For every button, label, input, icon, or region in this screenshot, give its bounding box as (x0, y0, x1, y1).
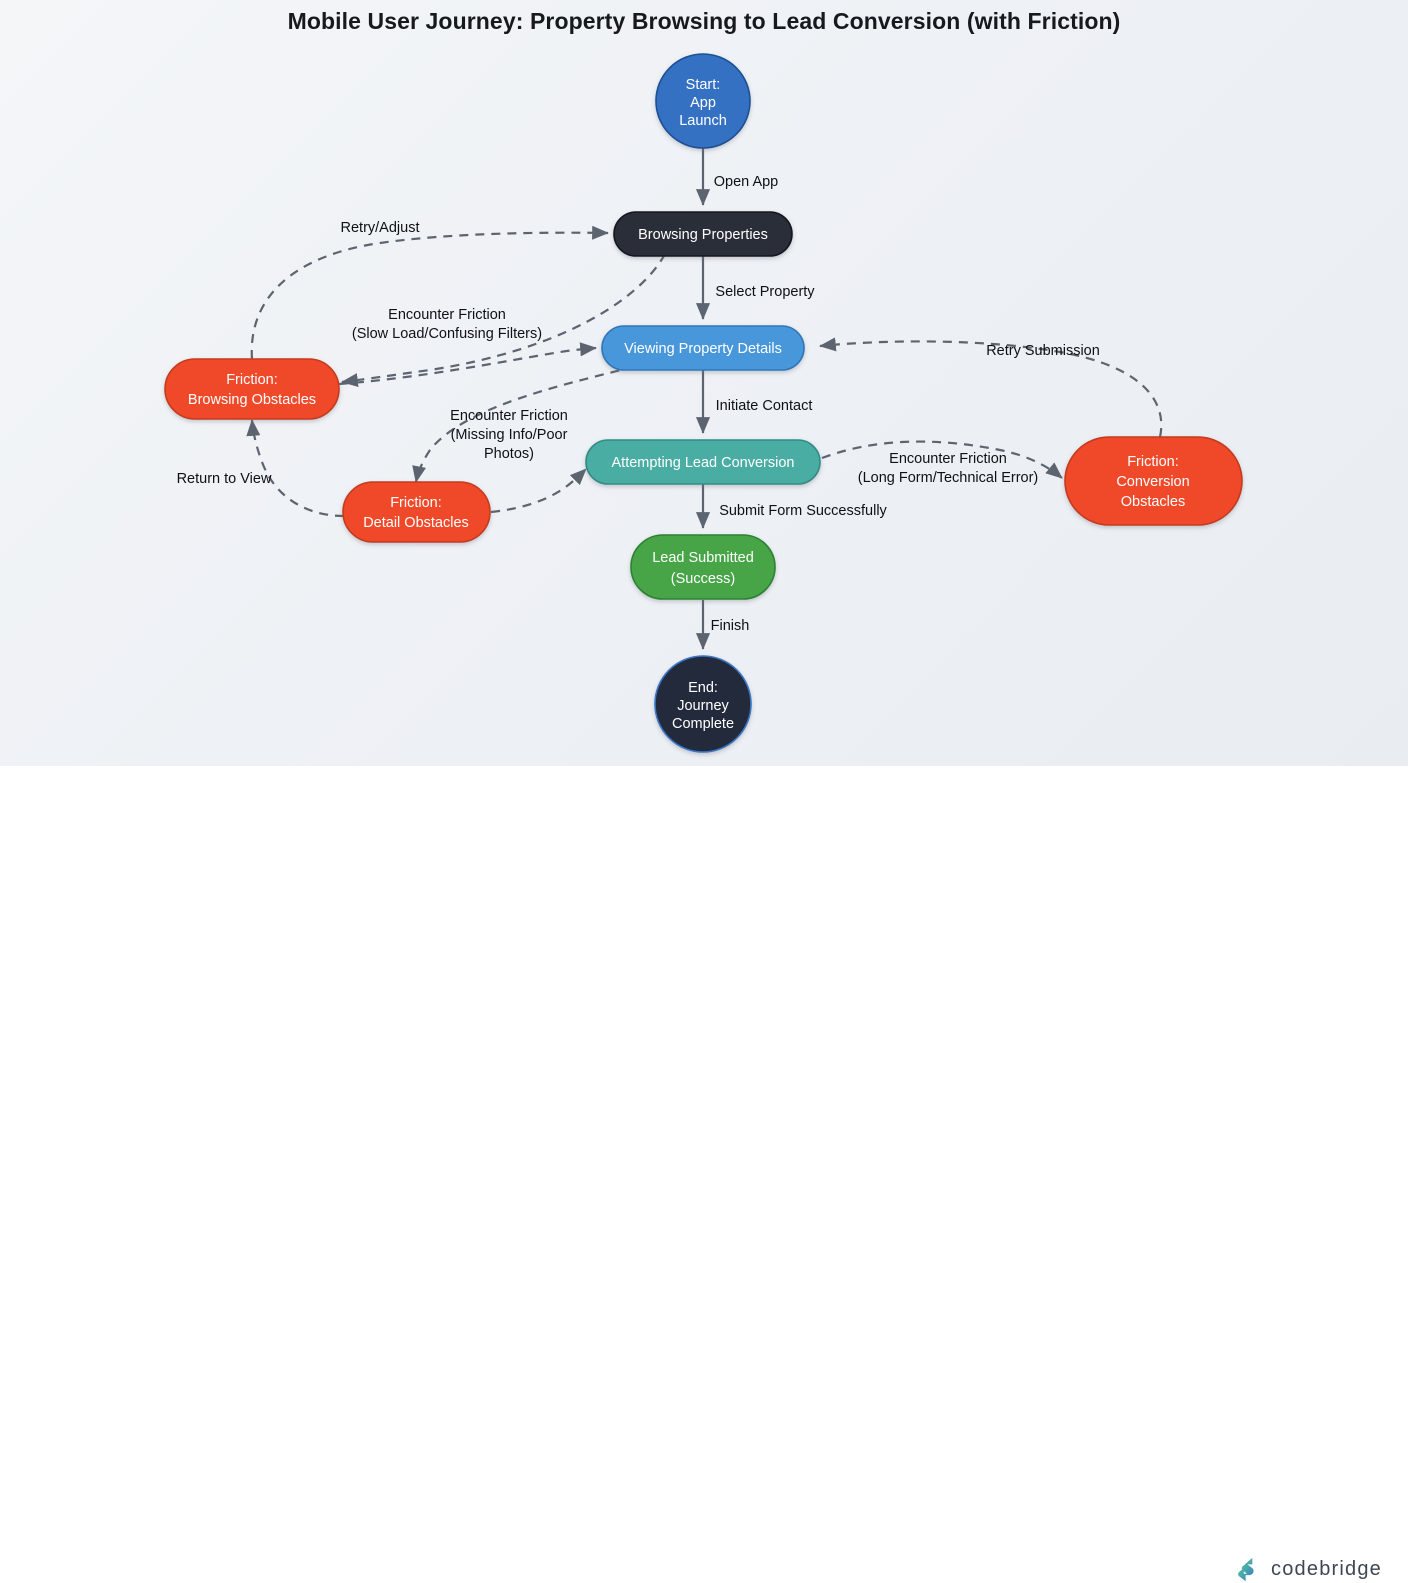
node-viewing-shape[interactable] (601, 325, 805, 371)
edge-label-retry-adjust: Retry/Adjust (341, 220, 420, 236)
node-end-line-2: Journey (677, 698, 729, 714)
diagram-canvas: Mobile User Journey: Property Browsing t… (0, 0, 1408, 766)
edge-labels-layer: Open App Select Property Initiate Contac… (177, 174, 1100, 634)
edge-label-select-property: Select Property (715, 284, 815, 300)
edge-label-encounter-friction-conversion-1: Encounter Friction (889, 451, 1007, 467)
edge-label-retry-submission: Retry Submission (986, 343, 1100, 359)
edges-layer (246, 148, 1163, 650)
edge-browsing-to-friction-browsing (341, 253, 666, 388)
node-end-journey-complete[interactable]: End: Journey Complete (654, 655, 752, 753)
edge-label-encounter-friction-conversion-2: (Long Form/Technical Error) (858, 470, 1039, 486)
edge-label-encounter-friction-browsing-2: (Slow Load/Confusing Filters) (352, 326, 542, 342)
edge-label-encounter-friction-detail-3: Photos) (484, 446, 534, 462)
flowchart-svg: Open App Select Property Initiate Contac… (164, 53, 1243, 753)
edge-label-encounter-friction-detail-2: (Missing Info/Poor (451, 427, 568, 443)
edge-viewing-to-friction-detail (412, 360, 651, 483)
edge-label-open-app: Open App (714, 174, 779, 190)
edge-label-encounter-friction-detail-1: Encounter Friction (450, 408, 568, 424)
node-start-line-2: App (690, 95, 716, 111)
node-attempting-shape[interactable] (585, 439, 821, 485)
node-submitted-line-1: Lead Submitted (652, 550, 754, 566)
node-friction-detail-shape[interactable] (342, 481, 491, 543)
edge-label-submit-form: Submit Form Successfully (719, 503, 887, 519)
node-friction-browsing-line-1: Friction: (226, 372, 278, 388)
edge-friction-detail-to-attempting (490, 468, 587, 514)
node-attempting-label: Attempting Lead Conversion (612, 455, 795, 471)
node-lead-submitted-success[interactable]: Lead Submitted (Success) (630, 534, 776, 600)
node-submitted-line-2: (Success) (671, 571, 735, 587)
nodes-layer: Start: App Launch Browsing Properties Vi… (164, 53, 1243, 753)
node-friction-browsing-line-2: Browsing Obstacles (188, 392, 316, 408)
node-friction-browsing-shape[interactable] (164, 358, 340, 420)
edge-attempting-to-friction-conversion (821, 440, 1063, 479)
node-friction-conversion-line-2: Conversion (1116, 474, 1189, 490)
node-friction-conversion-shape[interactable] (1064, 436, 1243, 526)
node-friction-detail-obstacles[interactable]: Friction: Detail Obstacles (342, 481, 491, 543)
node-end-line-3: Complete (672, 716, 734, 732)
node-browsing-properties[interactable]: Browsing Properties (613, 211, 793, 257)
node-friction-browsing-obstacles[interactable]: Friction: Browsing Obstacles (164, 358, 340, 420)
edge-friction-browsing-to-viewing (338, 342, 597, 386)
node-friction-conversion-line-1: Friction: (1127, 454, 1179, 470)
edge-friction-browsing-to-browsing (250, 225, 609, 360)
edge-label-initiate-contact: Initiate Contact (716, 398, 813, 414)
page-title: Mobile User Journey: Property Browsing t… (287, 8, 1121, 34)
node-submitted-shape[interactable] (630, 534, 776, 600)
node-start-line-1: Start: (686, 77, 721, 93)
brand-lockup: codebridge (1235, 1556, 1382, 1583)
node-browsing-label: Browsing Properties (638, 227, 768, 243)
codebridge-logo-icon (1238, 1557, 1254, 1582)
node-end-line-1: End: (688, 680, 718, 696)
node-viewing-label: Viewing Property Details (624, 341, 782, 357)
node-friction-conversion-obstacles[interactable]: Friction: Conversion Obstacles (1064, 436, 1243, 526)
node-friction-detail-line-2: Detail Obstacles (363, 515, 469, 531)
node-start-line-3: Launch (679, 113, 727, 129)
edge-label-finish: Finish (711, 618, 750, 634)
brand-name: codebridge (1271, 1558, 1382, 1580)
footer-bar: codebridge (0, 766, 1408, 1582)
node-attempting-lead-conversion[interactable]: Attempting Lead Conversion (585, 439, 821, 485)
edge-label-encounter-friction-browsing-1: Encounter Friction (388, 307, 506, 323)
node-browsing-shape[interactable] (613, 211, 793, 257)
node-viewing-property-details[interactable]: Viewing Property Details (601, 325, 805, 371)
node-start-app-launch[interactable]: Start: App Launch (655, 53, 751, 149)
edge-friction-conversion-to-viewing (819, 337, 1163, 438)
node-friction-detail-line-1: Friction: (390, 495, 442, 511)
edge-friction-detail-to-friction-browsing (246, 419, 345, 518)
node-end-shape[interactable] (654, 655, 752, 753)
node-start-shape[interactable] (655, 53, 751, 149)
node-friction-conversion-line-3: Obstacles (1121, 494, 1185, 510)
edge-label-return-to-view: Return to View (177, 471, 272, 487)
